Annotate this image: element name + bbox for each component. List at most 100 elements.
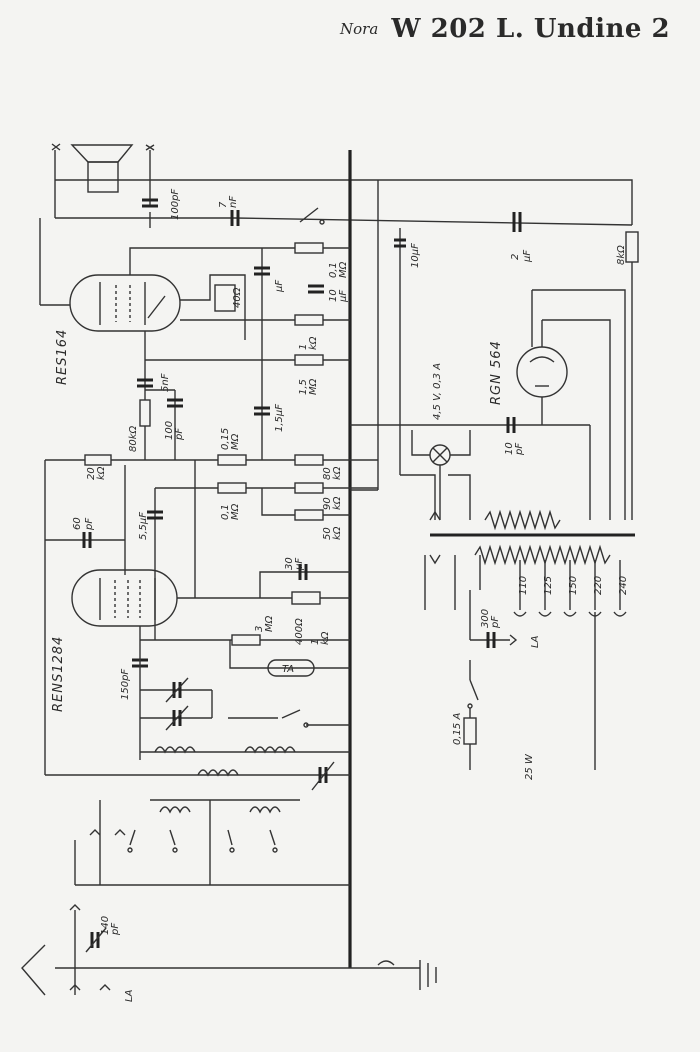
label-60pf-b: pF (84, 518, 95, 531)
capacitor-2uf (512, 212, 522, 232)
capacitor-300pf (486, 632, 496, 648)
capacitor-55uf (147, 510, 163, 520)
label-55uf: 5,5μF (138, 512, 149, 540)
capacitor-5nf (137, 378, 153, 388)
capacitor-60pf (82, 532, 92, 548)
tap-150: 150 (568, 576, 579, 595)
tube-rgn564 (516, 289, 626, 520)
label-15uf: 1,5μF (274, 404, 285, 432)
diagram-title: Nora W 202 L. Undine 2 (340, 14, 670, 44)
resistor-01m (294, 242, 324, 254)
label-10uf-b-a: 10 (328, 289, 339, 302)
label-la-2: LA (124, 989, 135, 1002)
label-300pf-b: pF (490, 616, 501, 629)
coil-3 (197, 769, 239, 777)
ground-symbol (377, 960, 437, 990)
capacitor-30uf (298, 564, 308, 580)
resistor-1k (294, 314, 324, 326)
label-015m-b: MΩ (230, 433, 241, 450)
label-80k-b-a: 80 (322, 467, 333, 480)
label-100pf-b-b: pF (174, 428, 185, 441)
capacitor-10uf (394, 238, 406, 248)
tap-240: 240 (618, 576, 629, 595)
label-01m-a: 0,1 (328, 262, 339, 278)
label-150pf: 150pF (120, 669, 131, 700)
tube-label-rgn564: RGN 564 (489, 340, 504, 405)
label-100pf: 100pF (170, 189, 181, 220)
label-top-uf: μF (274, 280, 285, 293)
pilot-lamp (411, 430, 471, 520)
tube-label-rens1284: RENS1284 (51, 636, 66, 712)
capacitor-100pf (142, 198, 158, 208)
label-80k-b-b: kΩ (332, 466, 343, 480)
label-3m-b: MΩ (264, 615, 275, 632)
mains-switch (467, 660, 479, 718)
coil-2 (244, 746, 296, 754)
variable-capacitor-2 (165, 705, 189, 731)
capacitor-15uf (254, 406, 270, 416)
capacitor-10pf (506, 417, 516, 433)
label-8k: 8kΩ (616, 245, 627, 265)
label-fuse: 0,15 A (452, 713, 463, 745)
capacitor-top-uf (254, 266, 270, 276)
manufacturer-label: Nora (340, 20, 379, 38)
resistor-15m (294, 354, 324, 366)
variable-capacitor-3 (311, 761, 335, 791)
label-80k: 80kΩ (128, 425, 139, 452)
label-2uf-a: 2 (510, 254, 521, 260)
coil-1 (154, 746, 196, 754)
label-10uf: 10μF (410, 243, 421, 268)
fuse (463, 717, 477, 745)
label-50k-a: 50 (322, 527, 333, 540)
resistor-40ohm (214, 284, 236, 312)
label-50k-b: kΩ (332, 526, 343, 540)
label-1kb-b: kΩ (320, 631, 331, 645)
resistor-01m-b (217, 482, 247, 494)
model-label: W 202 L. Undine 2 (391, 14, 671, 44)
coil-4 (159, 806, 191, 814)
capacitor-100pf-b (167, 398, 183, 408)
label-5nf: 5nF (160, 373, 171, 392)
label-01m-b-a: 0,1 (220, 504, 231, 520)
label-1k-a: 1 (298, 344, 309, 350)
resistor-20k (84, 454, 112, 466)
antenna-input (21, 904, 111, 996)
label-90k-a: 90 (322, 497, 333, 510)
label-lamp: 4,5 V, 0,3 A (432, 363, 443, 420)
label-1k-b: kΩ (308, 336, 319, 350)
band-switches (127, 829, 278, 853)
label-7nf-b: nF (228, 196, 239, 208)
label-400ohm: 400Ω (294, 618, 305, 645)
tap-125: 125 (543, 576, 554, 595)
resistor-015m (217, 454, 247, 466)
tube-res164 (39, 218, 181, 332)
label-7nf-a: 7 (218, 201, 229, 208)
label-ta: TA (282, 664, 294, 675)
switch-middle (281, 709, 309, 728)
label-10pf-a: 10 (504, 442, 515, 455)
speaker (51, 143, 155, 218)
label-10uf-b-b: μF (338, 290, 349, 303)
label-01m-b-b: MΩ (230, 503, 241, 520)
resistor-3m (231, 634, 261, 646)
label-140pf-b: pF (110, 923, 121, 936)
label-100pf-b-a: 100 (164, 421, 175, 440)
label-2uf-b: μF (522, 250, 533, 263)
tap-220: 220 (593, 576, 604, 595)
label-015m-a: 0,15 (220, 428, 231, 450)
label-90k-b: kΩ (332, 496, 343, 510)
capacitor-10uf-b (308, 284, 324, 294)
switch-top (299, 207, 325, 225)
power-transformer (424, 509, 635, 640)
label-40ohm: 40Ω (232, 287, 243, 308)
label-60pf-a: 60 (72, 517, 83, 530)
label-300pf-a: 300 (480, 609, 491, 628)
label-15m-b: MΩ (308, 378, 319, 395)
label-140pf-a: 140 (100, 916, 111, 935)
label-15m-a: 1,5 (298, 379, 309, 395)
voltage-taps (513, 560, 627, 770)
label-30uf-b: μF (294, 558, 305, 571)
resistor-8k (625, 231, 639, 263)
label-power: 25 W (524, 753, 535, 780)
